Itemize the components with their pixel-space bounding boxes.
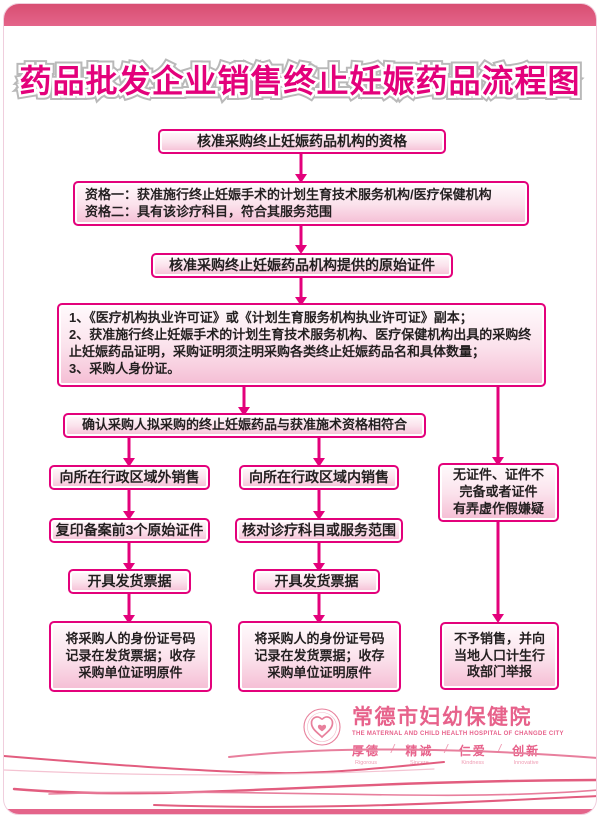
flow-arrow xyxy=(123,489,136,520)
value-en: Rigorous xyxy=(355,760,378,767)
flow-arrow xyxy=(313,593,326,624)
flow-arrow xyxy=(313,437,326,467)
mid-branch-step2-label: 核对诊疗科目或服务范围 xyxy=(242,522,396,539)
value-en: Sincere xyxy=(410,760,429,767)
flow-arrow xyxy=(238,386,251,416)
swoosh-line xyxy=(4,755,445,775)
flow-step-qualification-detail: 资格一：获准施行终止妊娠手术的计划生育技术服务机构/医疗保健机构 资格二：具有该… xyxy=(73,181,529,226)
mid-branch-step1-label: 向所在行政区域内销售 xyxy=(249,469,389,486)
mid-branch-check-scope: 核对诊疗科目或服务范围 xyxy=(235,518,403,543)
value-en: Kindness xyxy=(461,760,485,767)
swoosh-line xyxy=(153,795,596,808)
flow-step-original-documents: 核准采购终止妊娠药品机构提供的原始证件 xyxy=(151,253,453,278)
right-branch-step1-label: 无证件、证件不 完备或者证件 有弄虚作假嫌疑 xyxy=(452,467,544,516)
left-branch-issue-invoice: 开具发货票据 xyxy=(68,569,191,594)
flow-step-original-documents-label: 核准采购终止妊娠药品机构提供的原始证件 xyxy=(169,257,435,274)
value-cn: 厚德 xyxy=(352,744,381,759)
page-title-outline-grey: 药品批发企业销售终止妊娠药品流程图 xyxy=(15,59,584,104)
flow-arrow xyxy=(123,593,136,624)
left-branch-record-id: 将采购人的身份证号码 记录在发货票据；收存 采购单位证明原件 xyxy=(49,621,212,692)
value-item: 厚德 Rigorous xyxy=(352,742,380,766)
left-branch-step4-label: 将采购人的身份证号码 记录在发货票据；收存 采购单位证明原件 xyxy=(65,631,196,680)
logo-small-heart-icon xyxy=(317,724,327,732)
right-branch-step2-label: 不予销售，并向 当地人口计生行 政部门举报 xyxy=(453,630,545,680)
value-separator: / xyxy=(497,742,502,757)
flow-step-document-list: 1、《医疗机构执业许可证》或《计划生育服务机构执业许可证》副本； 2、获准施行终… xyxy=(57,303,546,387)
swoosh-line xyxy=(228,748,596,759)
flow-step-qualification-detail-label: 资格一：获准施行终止妊娠手术的计划生育技术服务机构/医疗保健机构 资格二：具有该… xyxy=(85,186,492,219)
flow-arrow-to-no-certificate xyxy=(492,386,505,466)
flow-step-confirm-match: 确认采购人拟采购的终止妊娠药品与获准施术资格相符合 xyxy=(63,413,426,438)
flow-arrow xyxy=(295,225,308,254)
swoosh-line xyxy=(48,789,596,797)
mid-branch-issue-invoice: 开具发货票据 xyxy=(253,569,380,594)
mid-branch-step4-label: 将采购人的身份证号码 记录在发货票据；收存 采购单位证明原件 xyxy=(254,631,385,680)
mid-branch-sell-inside-region: 向所在行政区域内销售 xyxy=(239,465,399,490)
flow-arrow xyxy=(313,489,326,520)
page-title-text: 药品批发企业销售终止妊娠药品流程图 xyxy=(19,63,581,99)
mid-branch-record-id: 将采购人的身份证号码 记录在发货票据；收存 采购单位证明原件 xyxy=(238,621,401,692)
swoosh-line xyxy=(4,768,435,776)
flow-arrow xyxy=(295,277,308,306)
right-branch-no-certificate: 无证件、证件不 完备或者证件 有弄虚作假嫌疑 xyxy=(438,463,559,522)
bottom-band xyxy=(4,809,596,814)
flow-arrow xyxy=(492,521,505,623)
hospital-name-en: THE MATERNAL AND CHILD HEALTH HOSPITAL O… xyxy=(352,731,564,738)
logo-inner-ring xyxy=(307,712,337,742)
swoosh-decoration xyxy=(4,748,596,808)
flow-step-confirm-match-label: 确认采购人拟采购的终止妊娠药品与获准施术资格相符合 xyxy=(81,417,407,433)
logo-heart-outline xyxy=(310,716,334,739)
top-band xyxy=(4,4,596,26)
mid-branch-step3-label: 开具发货票据 xyxy=(274,573,359,590)
left-branch-copy-documents: 复印备案前3个原始证件 xyxy=(49,518,210,543)
swoosh-line xyxy=(12,778,596,795)
page-title-outline-white: 药品批发企业销售终止妊娠药品流程图 xyxy=(17,61,582,102)
left-branch-step2-label: 复印备案前3个原始证件 xyxy=(55,522,204,539)
flow-arrow xyxy=(295,154,308,183)
value-separator: / xyxy=(444,742,448,757)
value-cn: 精诚 xyxy=(405,744,434,759)
hospital-logo-icon xyxy=(303,708,341,746)
flow-step-document-list-label: 1、《医疗机构执业许可证》或《计划生育服务机构执业许可证》副本； 2、获准施行终… xyxy=(69,310,532,376)
value-en: Innovative xyxy=(513,760,539,767)
flow-arrow xyxy=(313,542,326,572)
left-branch-step3-label: 开具发货票据 xyxy=(87,573,172,590)
left-branch-step1-label: 向所在行政区域外销售 xyxy=(59,469,200,486)
flow-step-qualification: 核准采购终止妊娠药品机构的资格 xyxy=(158,129,446,154)
left-branch-sell-outside-region: 向所在行政区域外销售 xyxy=(49,465,210,490)
page-title: 药品批发企业销售终止妊娠药品流程图 药品批发企业销售终止妊娠药品流程图 药品批发… xyxy=(4,48,596,110)
right-branch-refuse-and-report: 不予销售，并向 当地人口计生行 政部门举报 xyxy=(440,622,559,690)
flow-step-qualification-label: 核准采购终止妊娠药品机构的资格 xyxy=(197,133,407,150)
flow-arrow xyxy=(123,542,136,572)
value-item: 精诚 Sincere xyxy=(405,742,433,766)
poster-frame: 药品批发企业销售终止妊娠药品流程图 药品批发企业销售终止妊娠药品流程图 药品批发… xyxy=(3,3,597,815)
hospital-name: 常德市妇幼保健院 xyxy=(352,706,532,729)
flow-arrow xyxy=(123,437,136,467)
